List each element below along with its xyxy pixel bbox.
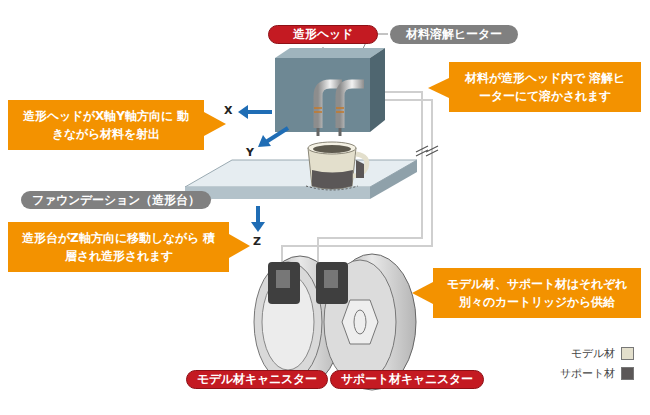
foundation-plate (185, 160, 417, 199)
part-label: 材料溶解ヒーター (390, 25, 518, 44)
label-text: 材料溶解ヒーター (406, 27, 502, 42)
forming-head (275, 48, 385, 136)
callout-text: 造形台がZ軸方向に移動しながら 積層され造形されます (18, 229, 219, 265)
axis-label: Y (246, 146, 254, 159)
label-text: サポート材キャニスター (341, 372, 473, 387)
callout-box: 造形ヘッドがX軸Y軸方向に 動きながら材料を射出 (8, 100, 204, 150)
legend-swatch (621, 347, 634, 360)
label-text: モデル材キャニスター (197, 372, 317, 387)
legend-swatch (621, 367, 634, 380)
axis-label: Z (253, 235, 261, 248)
motion-arrow (238, 105, 288, 232)
legend-row: サポート材 (560, 363, 634, 383)
break-mark (416, 146, 438, 156)
legend-text: モデル材 (571, 346, 615, 361)
part-label: ファウンデーション（造形台） (21, 191, 211, 209)
callout-box: 材料が造形ヘッド内で 溶解ヒーターにて溶かされます (449, 62, 641, 112)
part-label: サポート材キャニスター (330, 370, 484, 389)
part-label: 造形ヘッド (268, 25, 378, 44)
legend: モデル材サポート材 (560, 343, 634, 383)
callout-box: 造形台がZ軸方向に移動しながら 積層され造形されます (8, 222, 229, 272)
legend-text: サポート材 (560, 366, 615, 381)
part-label: モデル材キャニスター (186, 370, 328, 389)
callout-pointer (204, 78, 449, 304)
model-cup (306, 142, 367, 190)
label-text: ファウンデーション（造形台） (32, 193, 200, 208)
label-text: 造形ヘッド (293, 27, 353, 42)
legend-row: モデル材 (560, 343, 634, 363)
callout-text: 造形ヘッドがX軸Y軸方向に 動きながら材料を射出 (18, 107, 194, 143)
callout-box: モデル材、サポート材はそれぞれ 別々のカートリッジから供給 (433, 268, 641, 318)
callout-text: モデル材、サポート材はそれぞれ 別々のカートリッジから供給 (443, 275, 631, 311)
axis-label: X (224, 104, 232, 117)
callout-text: 材料が造形ヘッド内で 溶解ヒーターにて溶かされます (459, 69, 631, 105)
